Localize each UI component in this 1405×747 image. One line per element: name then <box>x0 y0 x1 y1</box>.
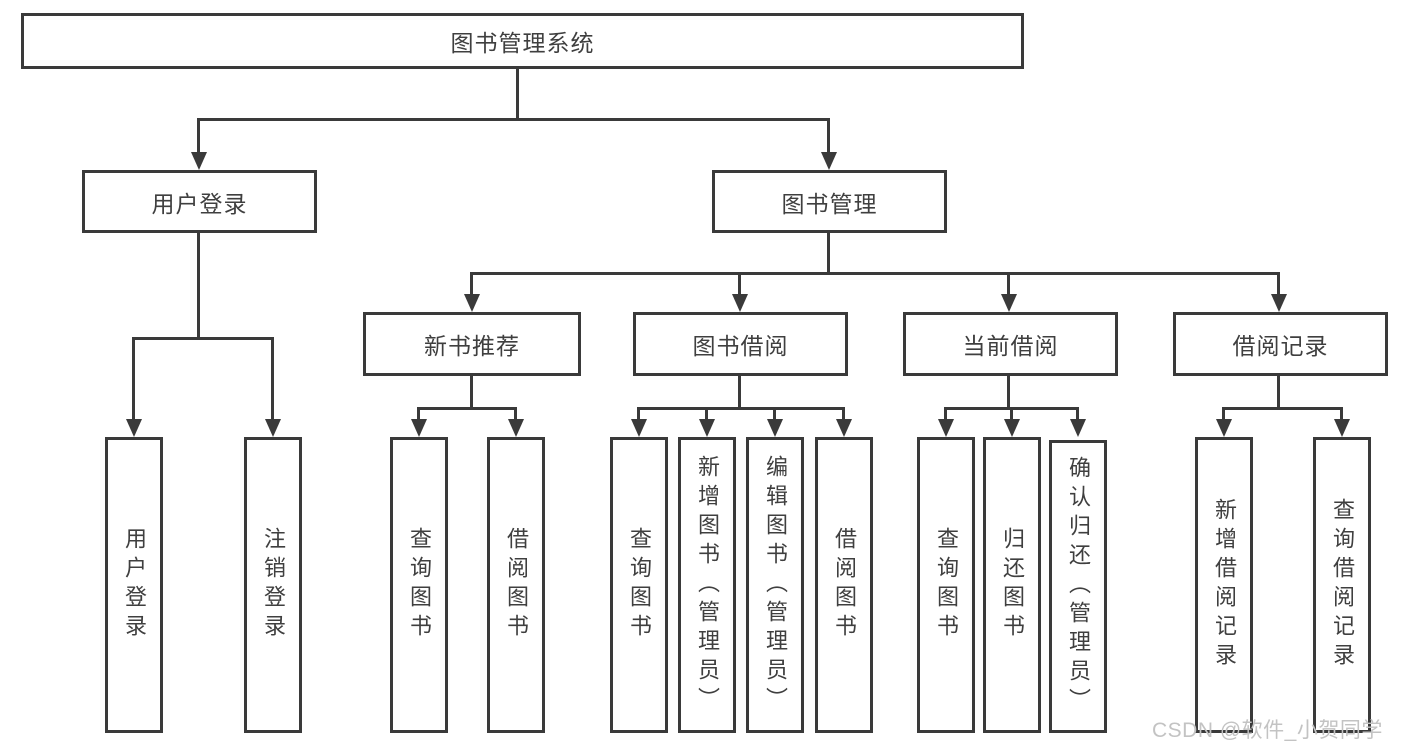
node-leaf-return-books: 归还图书 <box>983 437 1041 733</box>
node-leaf-confirm-return-admin-label: 确认归还（管理员） <box>1066 456 1091 717</box>
arrow-query-books-current <box>938 419 954 437</box>
connector-book-management-stem <box>827 233 830 272</box>
node-leaf-user-login-label: 用户登录 <box>122 527 147 643</box>
node-user-login: 用户登录 <box>82 170 317 233</box>
arrow-confirm-return-admin <box>1070 419 1086 437</box>
arrow-query-borrow-record <box>1334 419 1350 437</box>
connector-root-rail <box>198 118 830 121</box>
node-root-label: 图书管理系统 <box>450 30 595 56</box>
node-leaf-borrow-books-borrowing-label: 借阅图书 <box>832 527 857 643</box>
connector-borrowing-records-stem <box>1277 376 1280 407</box>
node-leaf-add-borrow-record: 新增借阅记录 <box>1195 437 1253 733</box>
connector-drop-query-borrow-record <box>1340 407 1343 421</box>
arrow-borrow-books-borrowing <box>836 419 852 437</box>
node-leaf-borrow-books-borrowing: 借阅图书 <box>815 437 873 733</box>
connector-book-borrowing-stem <box>738 376 741 407</box>
connector-drop-new-book-recommend <box>470 272 473 296</box>
node-new-book-recommend-label: 新书推荐 <box>424 333 520 359</box>
arrow-query-books-recommend <box>411 419 427 437</box>
node-leaf-edit-books-admin-label: 编辑图书（管理员） <box>763 454 788 716</box>
arrow-current-borrowing <box>1001 294 1017 312</box>
connector-new-book-stem <box>470 376 473 407</box>
node-book-borrowing-label: 图书借阅 <box>692 333 789 359</box>
node-leaf-return-books-label: 归还图书 <box>1000 527 1025 643</box>
node-leaf-add-borrow-record-label: 新增借阅记录 <box>1212 498 1237 672</box>
arrow-borrowing-records <box>1271 294 1287 312</box>
connector-drop-user-login <box>197 118 200 156</box>
connector-borrowing-records-rail <box>1224 407 1342 410</box>
node-user-login-label: 用户登录 <box>151 190 248 217</box>
node-book-management-label: 图书管理 <box>781 190 878 217</box>
node-leaf-query-books-borrowing-label: 查询图书 <box>627 527 652 643</box>
arrow-leaf-logout <box>265 419 281 437</box>
node-leaf-query-books-recommend-label: 查询图书 <box>407 527 432 643</box>
connector-drop-borrowing-records <box>1277 272 1280 296</box>
arrow-leaf-user-login <box>126 419 142 437</box>
connector-drop-edit-books-admin <box>773 407 776 421</box>
node-current-borrowing: 当前借阅 <box>903 312 1118 376</box>
arrow-book-management <box>821 152 837 170</box>
node-leaf-query-borrow-record-label: 查询借阅记录 <box>1330 498 1355 672</box>
connector-book-management-rail <box>470 272 1280 275</box>
node-leaf-query-books-recommend: 查询图书 <box>390 437 448 733</box>
arrow-edit-books-admin <box>767 419 783 437</box>
arrow-query-books-borrowing <box>631 419 647 437</box>
arrow-borrow-books-recommend <box>508 419 524 437</box>
connector-drop-query-books-current <box>944 407 947 421</box>
connector-drop-book-management <box>827 118 830 156</box>
node-leaf-query-books-current: 查询图书 <box>917 437 975 733</box>
node-leaf-query-books-current-label: 查询图书 <box>934 527 959 643</box>
arrow-new-book-recommend <box>464 294 480 312</box>
connector-drop-query-books-borrowing <box>637 407 640 421</box>
node-leaf-logout: 注销登录 <box>244 437 302 733</box>
node-leaf-borrow-books-recommend-label: 借阅图书 <box>504 527 529 643</box>
connector-drop-add-borrow-record <box>1222 407 1225 421</box>
arrow-add-books-admin <box>699 419 715 437</box>
node-new-book-recommend: 新书推荐 <box>363 312 581 376</box>
node-leaf-confirm-return-admin: 确认归还（管理员） <box>1049 440 1107 733</box>
node-borrowing-records: 借阅记录 <box>1173 312 1388 376</box>
node-borrowing-records-label: 借阅记录 <box>1232 333 1329 359</box>
arrow-user-login <box>191 152 207 170</box>
node-book-borrowing: 图书借阅 <box>633 312 848 376</box>
node-root: 图书管理系统 <box>21 13 1024 69</box>
arrow-add-borrow-record <box>1216 419 1232 437</box>
arrow-return-books <box>1004 419 1020 437</box>
node-leaf-query-borrow-record: 查询借阅记录 <box>1313 437 1371 733</box>
connector-drop-return-books <box>1010 407 1013 421</box>
connector-drop-borrow-books-recommend <box>514 407 517 421</box>
csdn-watermark: CSDN @软件_小贺同学 <box>1152 719 1383 742</box>
connector-root-stem <box>516 69 519 118</box>
node-leaf-logout-label: 注销登录 <box>261 527 286 643</box>
node-leaf-user-login: 用户登录 <box>105 437 163 733</box>
node-leaf-add-books-admin-label: 新增图书（管理员） <box>695 454 720 716</box>
connector-drop-add-books-admin <box>705 407 708 421</box>
connector-drop-current-borrowing <box>1007 272 1010 296</box>
connector-drop-leaf-logout <box>271 337 274 421</box>
connector-new-book-rail <box>419 407 516 410</box>
node-leaf-add-books-admin: 新增图书（管理员） <box>678 437 736 733</box>
node-leaf-borrow-books-recommend: 借阅图书 <box>487 437 545 733</box>
connector-drop-book-borrowing <box>738 272 741 296</box>
node-current-borrowing-label: 当前借阅 <box>962 333 1059 359</box>
connector-book-borrowing-rail <box>639 407 844 410</box>
node-book-management: 图书管理 <box>712 170 947 233</box>
connector-drop-query-books-recommend <box>417 407 420 421</box>
connector-user-login-stem <box>197 233 200 337</box>
connector-current-borrowing-stem <box>1007 376 1010 407</box>
connector-drop-leaf-user-login <box>132 337 135 421</box>
connector-drop-confirm-return-admin <box>1076 407 1079 421</box>
connector-user-login-rail <box>134 337 273 340</box>
node-leaf-edit-books-admin: 编辑图书（管理员） <box>746 437 804 733</box>
connector-drop-borrow-books-borrowing <box>842 407 845 421</box>
arrow-book-borrowing <box>732 294 748 312</box>
node-leaf-query-books-borrowing: 查询图书 <box>610 437 668 733</box>
